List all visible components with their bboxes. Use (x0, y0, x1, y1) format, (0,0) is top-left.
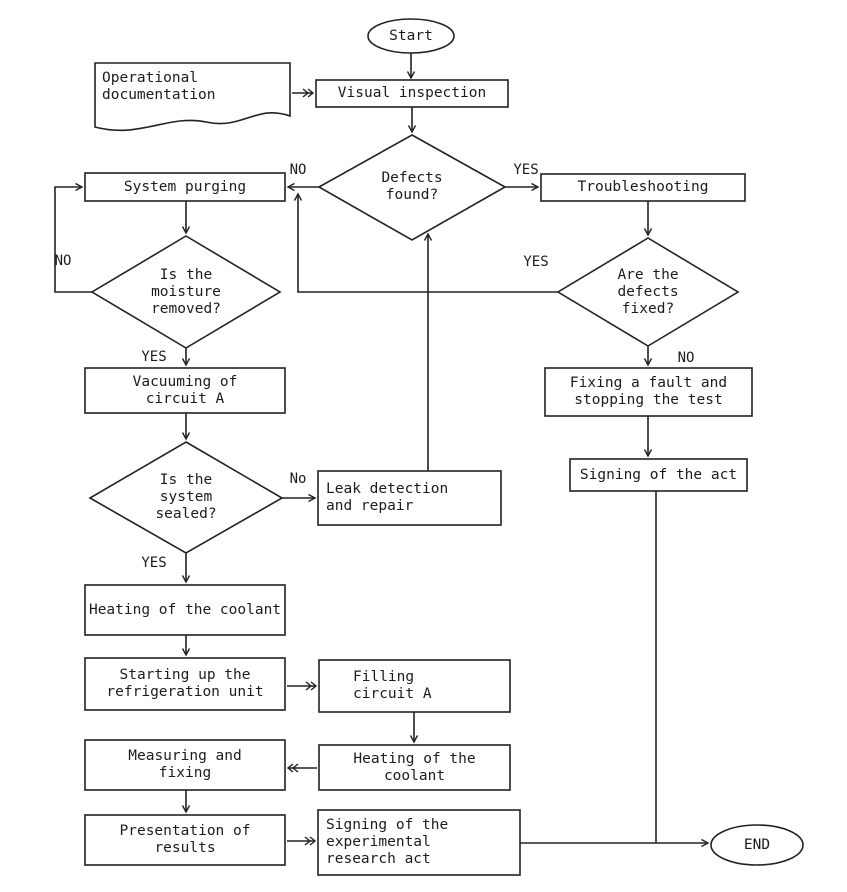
visual-inspection-shape (315, 79, 509, 108)
filling-circuit-a-shape (318, 659, 511, 713)
heating-coolant-2-shape (318, 744, 511, 791)
defects-fixed-decision-shape (556, 237, 740, 347)
start-terminator-shape (367, 18, 455, 54)
edge-moisture-no-loop-to-system-purging (54, 182, 92, 293)
system-purging-shape (84, 172, 286, 202)
starting-refrigeration-shape (84, 657, 286, 711)
heating-coolant-1-shape (84, 584, 286, 636)
measuring-fixing-shape (84, 739, 286, 791)
leak-detection-shape (317, 470, 502, 526)
fixing-fault-shape (544, 367, 753, 417)
edges (54, 53, 710, 848)
moisture-removed-decision-shape (90, 235, 282, 349)
end-terminator-shape (710, 824, 804, 866)
operational-documentation-shape (94, 62, 291, 132)
defects-found-decision-shape (317, 134, 507, 241)
troubleshooting-shape (540, 173, 746, 202)
system-sealed-decision-shape (88, 441, 284, 554)
signing-act-shape (569, 458, 748, 492)
node-shapes (84, 18, 804, 876)
vacuuming-circuit-a-shape (84, 367, 286, 414)
presentation-results-shape (84, 814, 286, 866)
edge-defects-fixed-yes-return (293, 192, 558, 293)
signing-experimental-shape (317, 809, 521, 876)
